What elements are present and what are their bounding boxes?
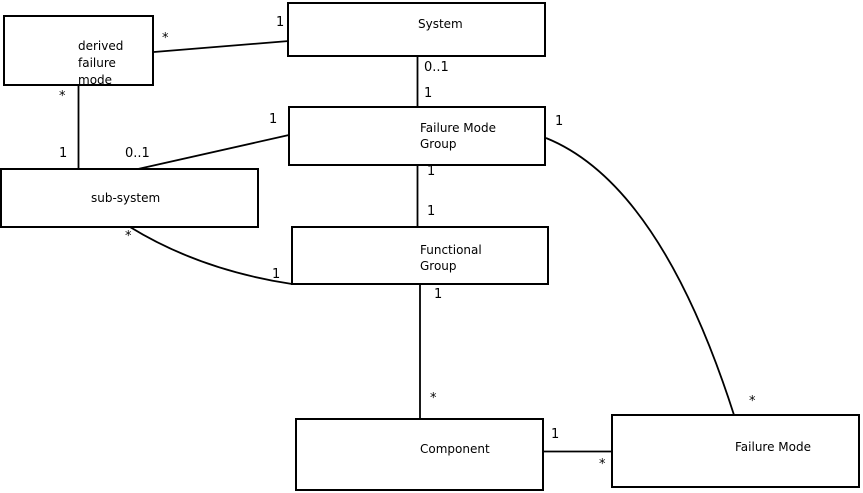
node-label-system: System: [418, 17, 463, 31]
node-label-sub-system: sub-system: [91, 191, 161, 205]
multiplicity-component-fm-star: *: [599, 457, 606, 472]
node-sub-system: sub-system: [0, 168, 259, 228]
multiplicity-dfm-system-star: *: [162, 31, 169, 46]
node-label-functional-group: Functional Group: [420, 243, 482, 273]
edge-failure-mode-group-failure-mode: [545, 137, 735, 416]
multiplicity-system-fmg-one: 1: [424, 86, 433, 101]
node-label-component: Component: [420, 442, 490, 456]
multiplicity-fg-component-one: 1: [434, 287, 443, 302]
node-derived-failure-mode: derived failure mode: [3, 15, 154, 87]
multiplicity-system-fmg-zero-one: 0..1: [424, 60, 449, 75]
multiplicity-component-fm-one: 1: [551, 427, 560, 442]
node-failure-mode-group: Failure Mode Group: [288, 106, 546, 166]
multiplicity-dfm-subsystem-star: *: [59, 89, 66, 104]
multiplicity-subsystem-fg-star: *: [125, 229, 132, 244]
multiplicity-fmg-subsystem-zero-one: 0..1: [125, 146, 150, 161]
edge-failure-mode-group-sub-system: [137, 134, 290, 170]
multiplicity-fmg-fg-one-bottom: 1: [427, 204, 436, 219]
multiplicity-fmg-fg-one-top: 1: [427, 164, 436, 179]
multiplicity-fmg-subsystem-one: 1: [269, 112, 278, 127]
node-failure-mode: Failure Mode: [611, 414, 860, 488]
node-label-failure-mode: Failure Mode: [735, 440, 811, 454]
multiplicity-fmg-fm-star: *: [749, 394, 756, 409]
node-functional-group: Functional Group: [291, 226, 549, 285]
node-label-failure-mode-group: Failure Mode Group: [420, 121, 496, 151]
multiplicity-dfm-system-one: 1: [276, 15, 285, 30]
multiplicity-subsystem-fg-one: 1: [272, 267, 281, 282]
multiplicity-fg-component-star: *: [430, 391, 437, 406]
multiplicity-dfm-subsystem-one: 1: [59, 146, 68, 161]
multiplicity-fmg-fm-one: 1: [555, 114, 564, 129]
node-label-derived-failure-mode: derived failure mode: [78, 39, 124, 87]
edge-sub-system-functional-group: [129, 226, 293, 285]
node-system: System: [287, 2, 546, 57]
edge-derived-failure-mode-system: [153, 40, 290, 53]
node-component: Component: [295, 418, 544, 491]
